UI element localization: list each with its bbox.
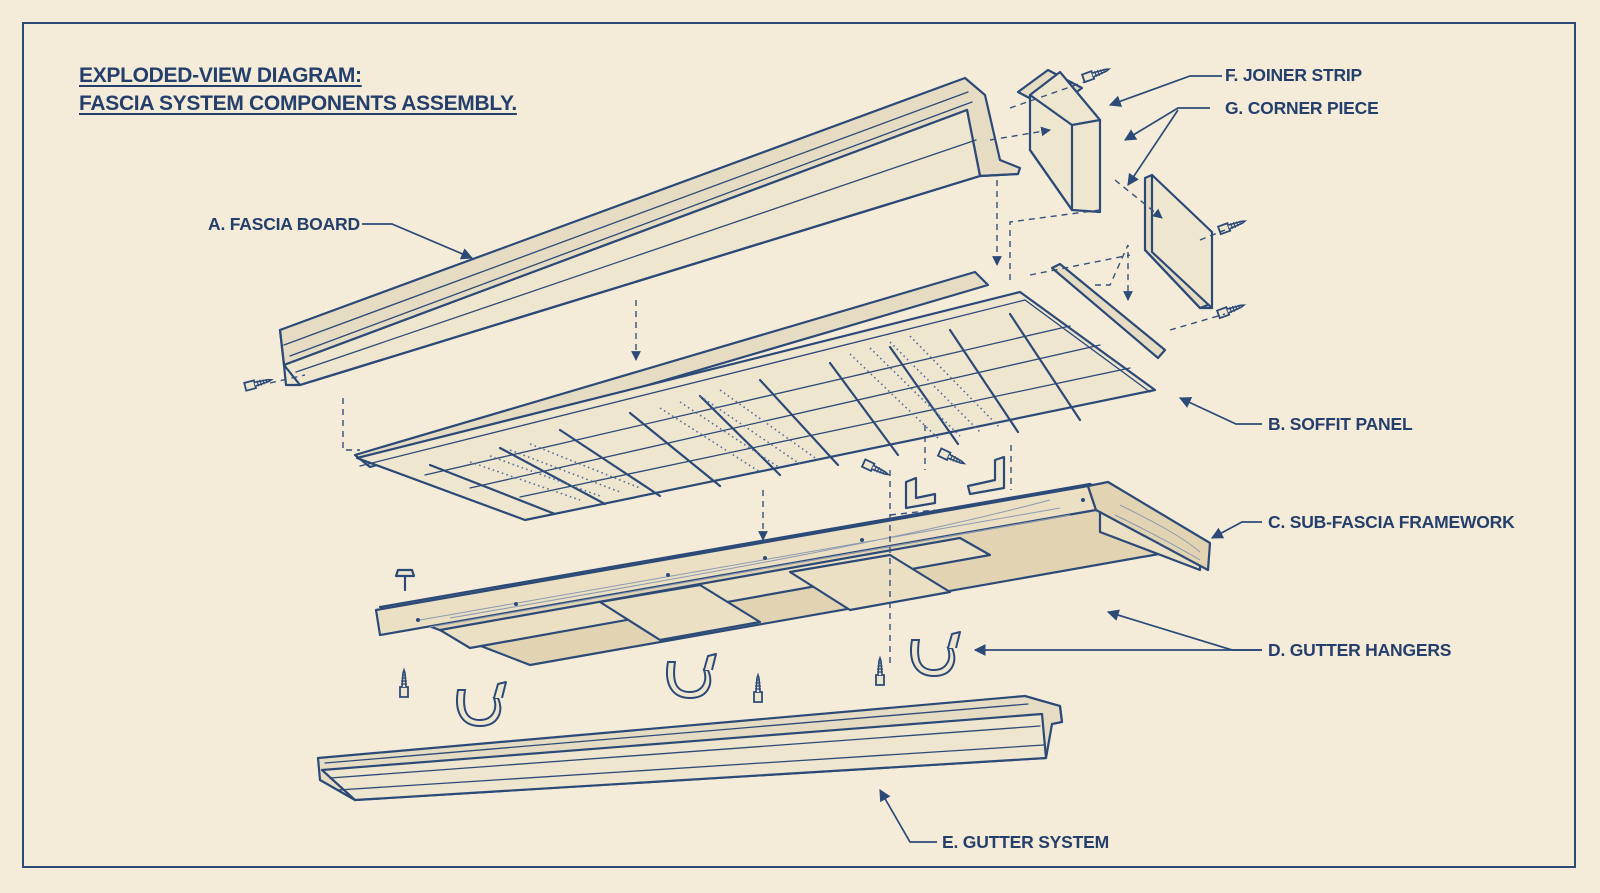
diagram-title-line-1: EXPLODED-VIEW DIAGRAM:	[79, 64, 362, 87]
soffit-panel	[353, 262, 1167, 522]
label-gutter-system: E. GUTTER SYSTEM	[942, 832, 1109, 852]
fastener-screws	[243, 64, 1248, 703]
label-joiner-strip: F. JOINER STRIP	[1225, 65, 1363, 85]
label-corner-piece: G. CORNER PIECE	[1225, 98, 1379, 118]
l-brackets	[904, 455, 1006, 510]
label-fascia-board: A. FASCIA BOARD	[208, 214, 360, 234]
fascia-board	[278, 76, 1022, 387]
corner-piece	[1143, 173, 1214, 310]
diagram-title-line-2: FASCIA SYSTEM COMPONENTS ASSEMBLY.	[79, 92, 517, 115]
label-soffit-panel: B. SOFFIT PANEL	[1268, 414, 1413, 434]
label-leaders	[362, 75, 1262, 843]
label-sub-fascia-framework: C. SUB-FASCIA FRAMEWORK	[1268, 512, 1515, 532]
diagram-border	[22, 22, 1576, 868]
label-gutter-hangers: D. GUTTER HANGERS	[1268, 640, 1452, 660]
joiner-strip	[1016, 68, 1102, 214]
gutter-system	[316, 694, 1064, 802]
assembly-guides	[269, 79, 1226, 668]
sub-fascia-framework	[374, 480, 1212, 667]
